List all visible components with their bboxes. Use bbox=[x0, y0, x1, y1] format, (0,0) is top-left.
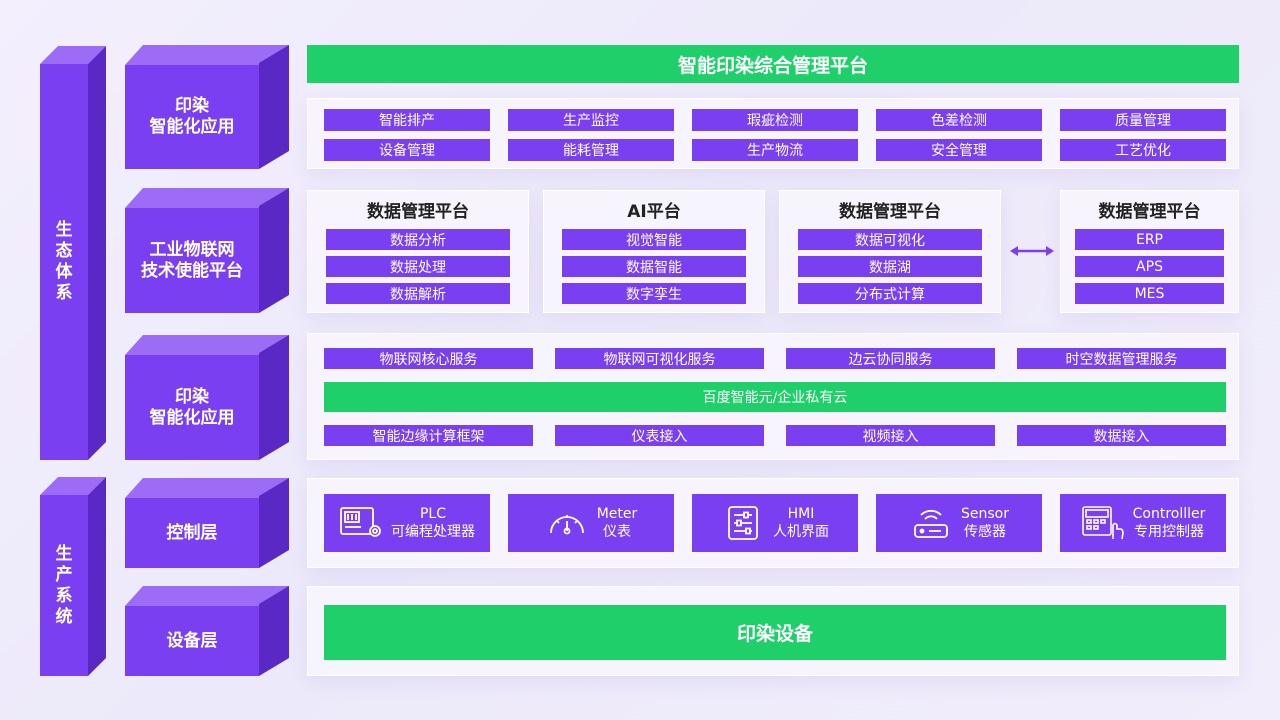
platform-title: 数据管理平台 bbox=[1098, 202, 1201, 222]
platform-title: 数据管理平台 bbox=[367, 202, 469, 222]
access-chip[interactable]: 仪表接入 bbox=[555, 425, 764, 446]
platform-item[interactable]: ERP bbox=[1075, 229, 1224, 250]
wifi-router-icon bbox=[909, 505, 953, 541]
layer-label-app2: 印染 智能化应用 bbox=[125, 355, 259, 460]
layer-block-device: 设备层 bbox=[125, 586, 289, 676]
app-chip[interactable]: 质量管理 bbox=[1060, 109, 1226, 131]
control-label: Sensor 传感器 bbox=[961, 505, 1009, 541]
platform-item[interactable]: 数据解析 bbox=[326, 283, 510, 304]
control-label-en: HMI bbox=[787, 506, 815, 522]
platform-item[interactable]: APS bbox=[1075, 256, 1224, 277]
bidirectional-arrow-icon bbox=[1010, 246, 1054, 256]
layer-block-iot: 工业物联网 技术使能平台 bbox=[125, 188, 289, 313]
control-item[interactable]: HMI 人机界面 bbox=[692, 494, 858, 552]
sliders-icon bbox=[721, 505, 765, 541]
layer-label-iot: 工业物联网 技术使能平台 bbox=[125, 208, 259, 313]
platform-item[interactable]: 数据处理 bbox=[326, 256, 510, 277]
platform-item[interactable]: 视觉智能 bbox=[562, 229, 746, 250]
control-label-en: Controlller bbox=[1132, 506, 1206, 522]
control-label: Meter 仪表 bbox=[597, 505, 638, 541]
cloud-banner: 百度智能元/企业私有云 bbox=[324, 382, 1226, 412]
device-banner: 印染设备 bbox=[324, 605, 1226, 660]
service-chip[interactable]: 物联网核心服务 bbox=[324, 348, 533, 369]
platform-title: 数据管理平台 bbox=[839, 202, 941, 222]
platform-item[interactable]: 数据分析 bbox=[326, 229, 510, 250]
control-item[interactable]: Controlller 专用控制器 bbox=[1060, 494, 1226, 552]
app-chip[interactable]: 安全管理 bbox=[876, 139, 1042, 161]
app-chip[interactable]: 能耗管理 bbox=[508, 139, 674, 161]
plc-icon bbox=[339, 505, 383, 541]
control-label-zh: 传感器 bbox=[964, 524, 1006, 540]
access-chip[interactable]: 智能边缘计算框架 bbox=[324, 425, 533, 446]
top-banner: 智能印染综合管理平台 bbox=[307, 45, 1239, 83]
app-chip[interactable]: 智能排产 bbox=[324, 109, 490, 131]
platform-item[interactable]: 数字孪生 bbox=[562, 283, 746, 304]
platform-title: AI平台 bbox=[627, 202, 681, 222]
control-label: Controlller 专用控制器 bbox=[1133, 505, 1206, 541]
app-chip[interactable]: 工艺优化 bbox=[1060, 139, 1226, 161]
control-label-zh: 专用控制器 bbox=[1133, 524, 1204, 540]
keypad-icon bbox=[1081, 505, 1125, 541]
app-chip[interactable]: 色差检测 bbox=[876, 109, 1042, 131]
production-block: 生 产 系 统 bbox=[40, 477, 106, 676]
service-chip[interactable]: 时空数据管理服务 bbox=[1017, 348, 1226, 369]
control-label: PLC 可编程处理器 bbox=[391, 505, 475, 541]
platform-item[interactable]: MES bbox=[1075, 283, 1224, 304]
layer-label-control: 控制层 bbox=[125, 498, 259, 568]
layer-block-app: 印染 智能化应用 bbox=[125, 45, 289, 169]
control-item[interactable]: PLC 可编程处理器 bbox=[324, 494, 490, 552]
layer-label-app: 印染 智能化应用 bbox=[125, 65, 259, 169]
app-chip[interactable]: 设备管理 bbox=[324, 139, 490, 161]
control-label: HMI 人机界面 bbox=[773, 505, 829, 541]
platform-item[interactable]: 数据湖 bbox=[798, 256, 982, 277]
ecosystem-label: 生 态 体 系 bbox=[40, 64, 88, 460]
access-chip[interactable]: 视频接入 bbox=[786, 425, 995, 446]
production-label: 生 产 系 统 bbox=[40, 495, 88, 676]
platform-item[interactable]: 分布式计算 bbox=[798, 283, 982, 304]
ecosystem-block: 生 态 体 系 bbox=[40, 46, 106, 460]
layer-label-device: 设备层 bbox=[125, 606, 259, 676]
control-item[interactable]: Meter 仪表 bbox=[508, 494, 674, 552]
control-label-en: Sensor bbox=[961, 506, 1009, 522]
app-chip[interactable]: 瑕疵检测 bbox=[692, 109, 858, 131]
control-label-zh: 可编程处理器 bbox=[391, 524, 475, 540]
service-chip[interactable]: 边云协同服务 bbox=[786, 348, 995, 369]
layer-block-app2: 印染 智能化应用 bbox=[125, 335, 289, 460]
control-label-en: PLC bbox=[419, 506, 447, 522]
app-chip[interactable]: 生产监控 bbox=[508, 109, 674, 131]
control-item[interactable]: Sensor 传感器 bbox=[876, 494, 1042, 552]
platform-item[interactable]: 数据智能 bbox=[562, 256, 746, 277]
control-label-en: Meter bbox=[596, 506, 638, 522]
control-label-zh: 人机界面 bbox=[773, 524, 829, 540]
gauge-icon bbox=[545, 505, 589, 541]
service-chip[interactable]: 物联网可视化服务 bbox=[555, 348, 764, 369]
access-chip[interactable]: 数据接入 bbox=[1017, 425, 1226, 446]
app-chip[interactable]: 生产物流 bbox=[692, 139, 858, 161]
layer-block-control: 控制层 bbox=[125, 478, 289, 568]
control-label-zh: 仪表 bbox=[603, 524, 631, 540]
platform-item[interactable]: 数据可视化 bbox=[798, 229, 982, 250]
